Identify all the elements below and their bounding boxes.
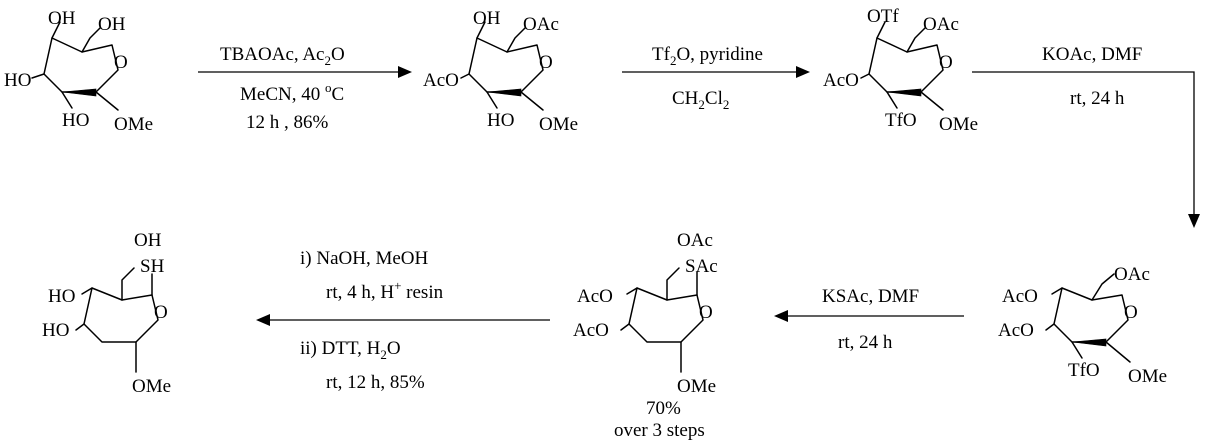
mol6-ho-left-lower: HO	[42, 320, 69, 341]
step2: Tf2O, pyridine CH2Cl2	[622, 44, 810, 112]
molecule-thioacetate: OAc SAc O AcO AcO OMe	[573, 230, 718, 397]
mol5-oac-top-right: OAc	[677, 230, 713, 251]
mol2-ring-oxygen: O	[539, 52, 553, 73]
molecule-methyl-galactoside: OH OH O HO HO OMe	[4, 8, 153, 135]
mol2-oh-top-left: OH	[473, 8, 501, 29]
step4-reagents-above: KSAc, DMF	[822, 286, 919, 307]
step4-conditions-below: rt, 24 h	[838, 332, 893, 353]
molecule-thiol-product: OH SH O HO HO OMe	[42, 230, 171, 397]
mol5-sac-axial: SAc	[685, 256, 718, 277]
step1-conditions-line1: MeCN, 40 oC	[240, 80, 344, 105]
mol3-aco-left: AcO	[823, 70, 859, 91]
mol4-tfo-bottom: TfO	[1068, 360, 1100, 381]
mol4-oac-top-right: OAc	[1114, 264, 1150, 285]
mol6-oh-top: OH	[134, 230, 162, 251]
mol5-ome: OMe	[677, 376, 716, 397]
step1-conditions-line2: 12 h , 86%	[246, 112, 329, 133]
mol3-ome: OMe	[939, 114, 978, 135]
molecule-bis-triflate: OTf OAc O AcO TfO OMe	[823, 6, 978, 135]
mol2-ho-bottom: HO	[487, 110, 514, 131]
mol4-aco-left-upper: AcO	[1002, 286, 1038, 307]
step5: i) NaOH, MeOH rt, 4 h, H+ resin ii) DTT,…	[256, 248, 550, 393]
mol6-ome: OMe	[132, 376, 171, 397]
mol3-tfo-bottom: TfO	[885, 110, 917, 131]
mol6-sh-axial: SH	[140, 256, 165, 277]
mol1-ho-left: HO	[4, 70, 31, 91]
mol4-aco-left-lower: AcO	[998, 320, 1034, 341]
step2-reagents-above: Tf2O, pyridine	[652, 44, 763, 68]
mol6-ho-left-upper: HO	[48, 286, 75, 307]
mol1-oh-top-right: OH	[98, 14, 126, 35]
step2-solvent-below: CH2Cl2	[672, 88, 729, 112]
molecule-6-O-acetyl-galactoside: OH OAc O AcO HO OMe	[423, 8, 578, 135]
mol2-oac-top-right: OAc	[523, 14, 559, 35]
step3-reagents-above: KOAc, DMF	[1042, 44, 1142, 65]
mol3-oac-top-right: OAc	[923, 14, 959, 35]
step5-line1: i) NaOH, MeOH	[300, 248, 429, 269]
step3-conditions-below: rt, 24 h	[1070, 88, 1125, 109]
mol2-aco-left: AcO	[423, 70, 459, 91]
yield-value: 70%	[646, 398, 681, 419]
step4: KSAc, DMF rt, 24 h	[774, 286, 964, 353]
mol1-oh-top-left: OH	[48, 8, 76, 29]
mol1-ring-oxygen: O	[114, 52, 128, 73]
step1: TBAOAc, Ac2O MeCN, 40 oC 12 h , 86%	[198, 44, 412, 133]
mol4-ome: OMe	[1128, 366, 1167, 387]
molecule-glucose-triflate: OAc O AcO AcO TfO OMe	[998, 264, 1167, 387]
mol3-ring-oxygen: O	[939, 52, 953, 73]
mol5-aco-left-upper: AcO	[577, 286, 613, 307]
mol6-ring-oxygen: O	[154, 302, 168, 323]
mol2-ome: OMe	[539, 114, 578, 135]
step3: KOAc, DMF rt, 24 h	[972, 44, 1200, 228]
mol5-aco-left-lower: AcO	[573, 320, 609, 341]
step5-line2: rt, 4 h, H+ resin	[326, 278, 444, 303]
mol1-ome: OMe	[114, 114, 153, 135]
mol4-ring-oxygen: O	[1124, 302, 1138, 323]
step1-reagents-above: TBAOAc, Ac2O	[220, 44, 345, 68]
step5-line3: ii) DTT, H2O	[300, 338, 401, 362]
yield-detail: over 3 steps	[614, 420, 705, 440]
mol1-ho-bottom: HO	[62, 110, 89, 131]
step5-line4: rt, 12 h, 85%	[326, 372, 425, 393]
mol5-ring-oxygen: O	[699, 302, 713, 323]
mol3-otf-top-left: OTf	[867, 6, 899, 27]
